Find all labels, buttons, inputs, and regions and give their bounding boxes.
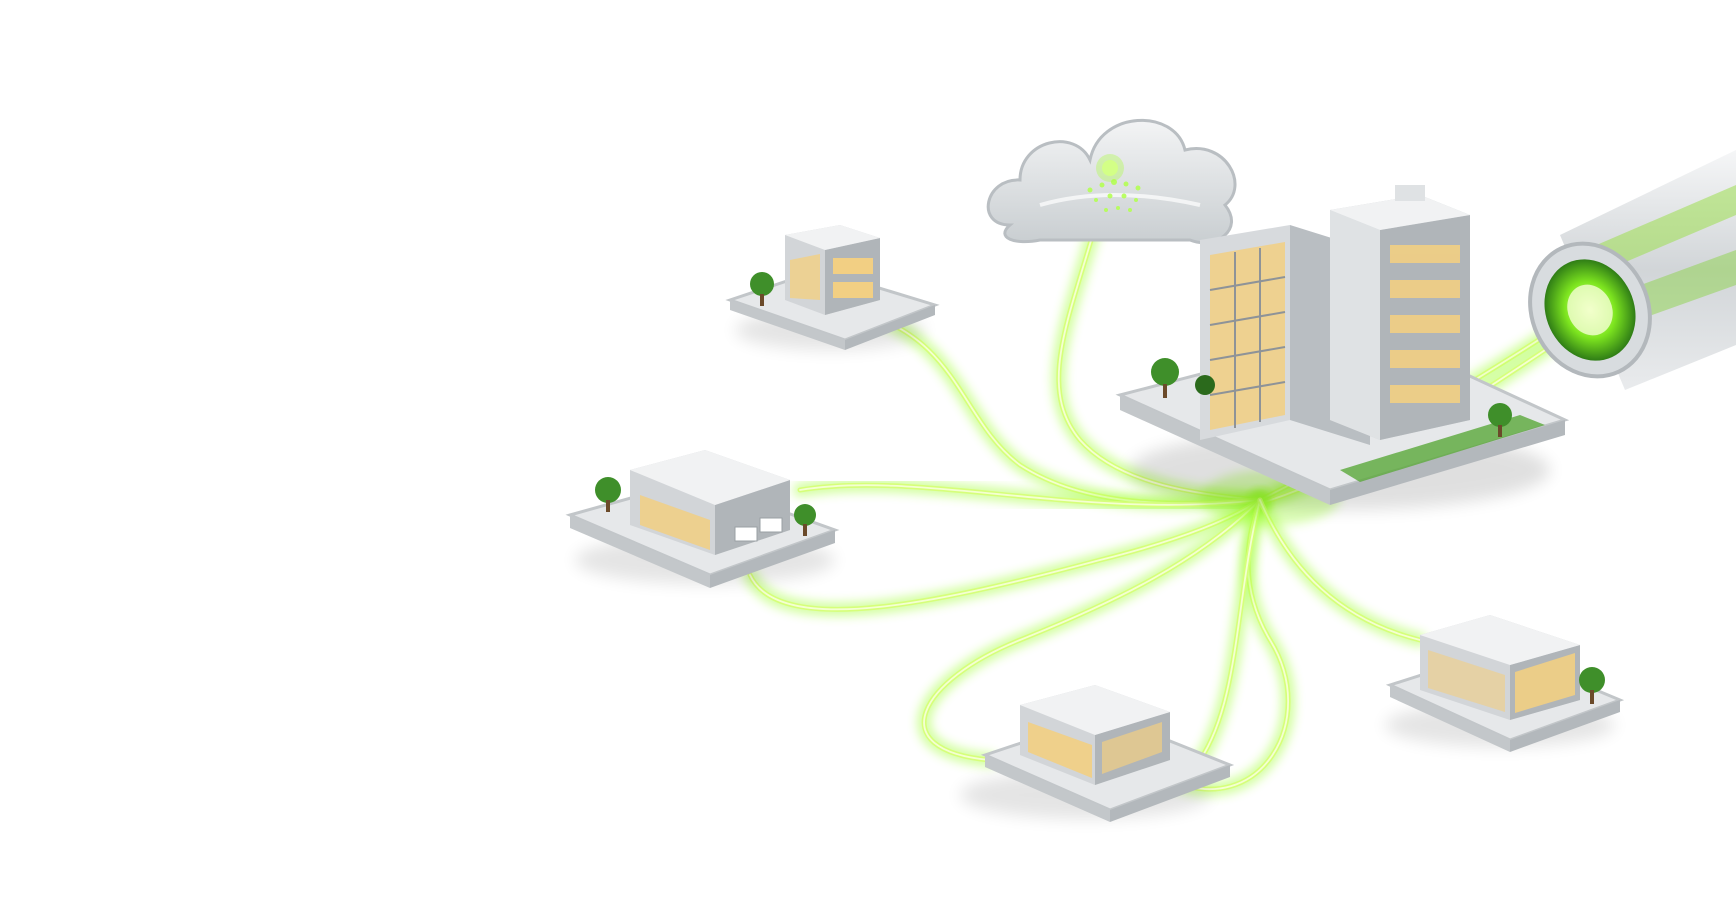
store-icon: [960, 685, 1235, 822]
fiber-line-core: [749, 499, 1261, 611]
small-office-icon: [725, 225, 940, 350]
fiber-line-core: [1199, 499, 1261, 761]
kiosk-icon: [1385, 615, 1625, 752]
fiber-line-core: [799, 484, 1261, 506]
office-tower-icon: [1115, 185, 1570, 510]
fiber-line-core: [923, 499, 1261, 761]
cloud-icon: [986, 119, 1237, 245]
warehouse-icon: [565, 450, 840, 588]
fiber-conduit-icon: [1528, 150, 1736, 390]
